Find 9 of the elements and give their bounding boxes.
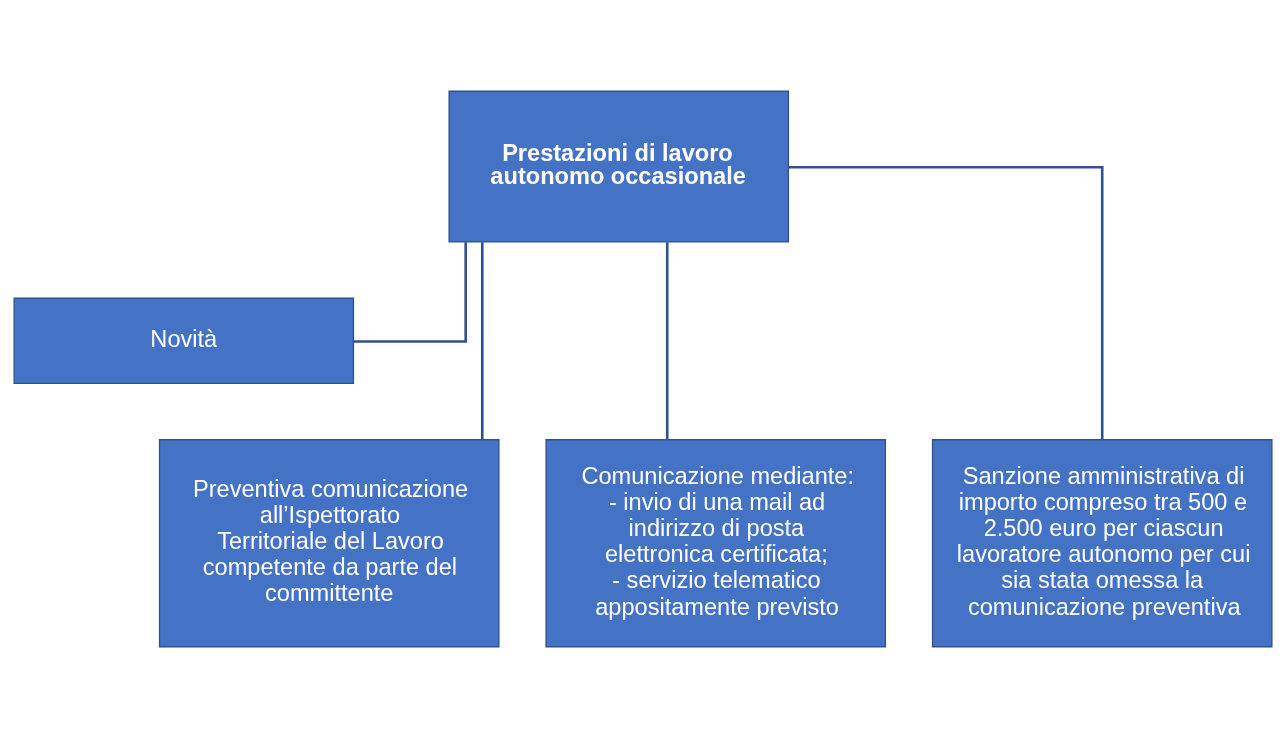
node-box: Comunicazione mediante: - invio di una mail ad indirizzo di posta elettronica certificata; - servizio telematico appositamente previsto: [545, 439, 887, 648]
connector: [353, 242, 467, 343]
connector: [480, 242, 484, 440]
node-box: Preventiva comunicazione all’Ispettorato Territoriale del Lavoro competente da parte del committente: [158, 439, 500, 648]
connector: [665, 242, 669, 440]
connector: [788, 165, 1104, 440]
node-box: Prestazioni di lavoro autonomo occasionale: [448, 90, 790, 243]
node-box: Sanzione amministrativa di importo compreso tra 500 e 2.500 euro per ciascun lavoratore autonomo per cui sia stata omessa la comunicazione preventiva: [931, 439, 1273, 648]
node-box: Novità: [13, 297, 355, 385]
